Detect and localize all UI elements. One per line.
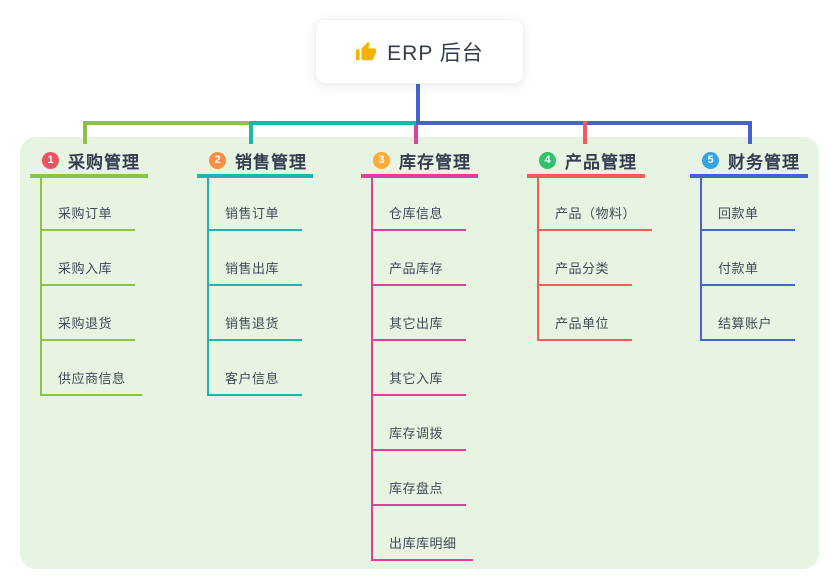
branch-4-childline <box>537 176 539 341</box>
branch-3-item[interactable]: 产品库存 <box>371 249 466 286</box>
branch-2-childline <box>207 176 209 396</box>
branch-1-item[interactable]: 供应商信息 <box>40 359 142 396</box>
branch-1-item[interactable]: 采购退货 <box>40 304 135 341</box>
branch-2-item[interactable]: 客户信息 <box>207 359 302 396</box>
branch-drop-line <box>748 121 752 144</box>
branch-number-badge: 4 <box>539 151 556 169</box>
branch-3-item[interactable]: 其它出库 <box>371 304 466 341</box>
branch-3-header[interactable]: 3 库存管理 <box>361 146 478 178</box>
branch-bus-line <box>249 121 420 125</box>
branch-number-badge: 2 <box>209 151 226 169</box>
root-title: ERP 后台 <box>387 41 484 65</box>
branch-drop-line <box>83 121 87 144</box>
branch-2-item[interactable]: 销售出库 <box>207 249 302 286</box>
branch-title: 销售管理 <box>235 152 307 172</box>
branch-3-item[interactable]: 库存调拨 <box>371 414 466 451</box>
branch-number-badge: 3 <box>373 151 390 169</box>
branch-drop-line <box>583 121 587 144</box>
branch-1-item[interactable]: 采购订单 <box>40 194 135 231</box>
branch-5-item[interactable]: 回款单 <box>700 194 795 231</box>
branch-title: 库存管理 <box>399 152 471 172</box>
branch-5-header[interactable]: 5 财务管理 <box>690 146 808 178</box>
branch-3-item[interactable]: 库存盘点 <box>371 469 466 506</box>
branch-title: 采购管理 <box>68 152 140 172</box>
branch-title: 财务管理 <box>728 152 800 172</box>
branch-2-item[interactable]: 销售退货 <box>207 304 302 341</box>
root-connector-line <box>416 82 420 125</box>
thumbs-up-icon <box>356 41 377 60</box>
branch-5-childline <box>700 176 702 341</box>
branch-5-item[interactable]: 付款单 <box>700 249 795 286</box>
branch-4-item[interactable]: 产品（物料） <box>537 194 653 231</box>
branch-1-childline <box>40 176 42 396</box>
branch-3-childline <box>371 176 373 561</box>
root-node[interactable]: ERP 后台 <box>315 19 524 84</box>
branch-3-item[interactable]: 仓库信息 <box>371 194 466 231</box>
branch-4-item[interactable]: 产品单位 <box>537 304 632 341</box>
branch-3-item[interactable]: 其它入库 <box>371 359 466 396</box>
branch-1-item[interactable]: 采购入库 <box>40 249 135 286</box>
branch-number-badge: 1 <box>42 151 59 169</box>
branch-drop-line <box>414 125 418 144</box>
branch-title: 产品管理 <box>565 152 637 172</box>
branch-5-item[interactable]: 结算账户 <box>700 304 795 341</box>
branch-drop-line <box>249 121 253 144</box>
branch-3-item[interactable]: 出库库明细 <box>371 524 473 561</box>
branch-2-item[interactable]: 销售订单 <box>207 194 302 231</box>
branch-4-header[interactable]: 4 产品管理 <box>527 146 645 178</box>
branches-panel <box>20 137 819 569</box>
branch-4-item[interactable]: 产品分类 <box>537 249 632 286</box>
branch-1-header[interactable]: 1 采购管理 <box>30 146 148 178</box>
branch-2-header[interactable]: 2 销售管理 <box>197 146 313 178</box>
branch-number-badge: 5 <box>702 151 719 169</box>
